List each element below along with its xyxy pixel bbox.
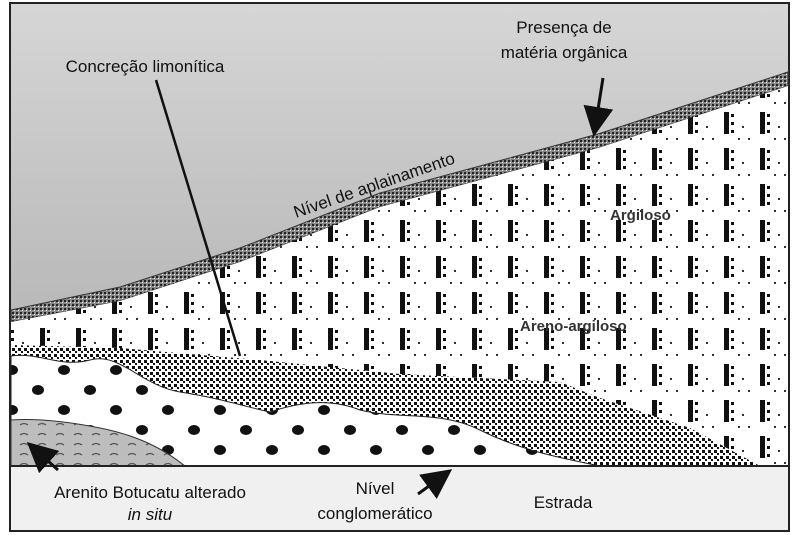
label-nivel-line1: Nível	[356, 479, 395, 498]
label-areno-argiloso: Areno-argiloso	[520, 318, 627, 335]
arrow-organic-matter	[583, 77, 614, 137]
sky-area	[11, 4, 788, 310]
conglomeratic-level	[10, 354, 601, 467]
arrow-nivel-conglomeratico	[417, 469, 453, 499]
pointer-concrecao	[154, 79, 242, 357]
label-estrada: Estrada	[534, 493, 593, 512]
label-presenca-line1: Presença de	[516, 18, 611, 37]
label-arenito-line2: in situ	[128, 505, 173, 524]
label-nivel-line2: conglomerático	[317, 504, 432, 523]
label-argiloso: Argiloso	[610, 207, 671, 224]
road-area	[11, 467, 788, 530]
label-concrecao: Concreção limonítica	[66, 57, 225, 76]
arrow-arenito	[26, 441, 60, 474]
label-arenito-line1: Arenito Botucatu alterado	[54, 483, 246, 502]
label-presenca-line2: matéria orgânica	[501, 43, 628, 62]
